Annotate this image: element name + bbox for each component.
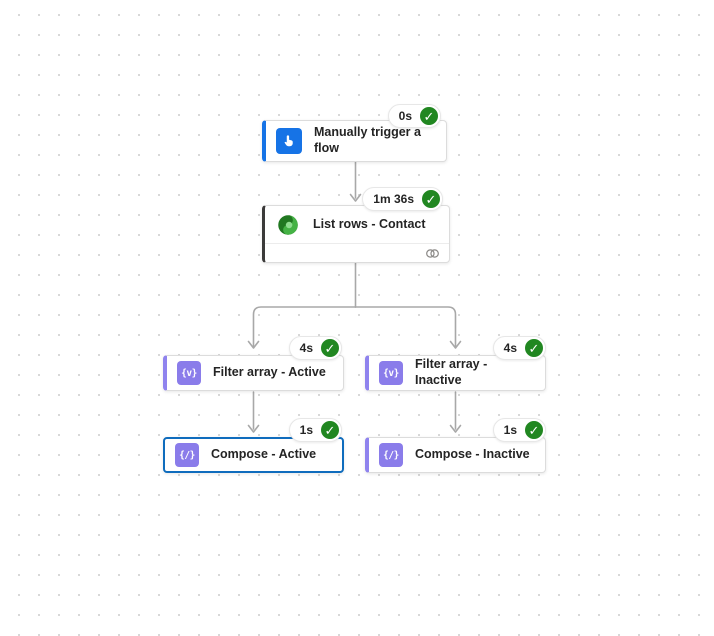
arrowhead-icon	[449, 424, 462, 433]
dataverse-icon	[275, 212, 301, 238]
duration-label: 4s	[299, 341, 313, 355]
arrowhead-icon	[349, 193, 362, 202]
node-title: List rows - Contact	[313, 216, 426, 231]
compose-icon: {/}	[379, 443, 403, 467]
arrowhead-icon	[247, 424, 260, 433]
node-title: Compose - Inactive	[415, 447, 530, 462]
duration-label: 1s	[503, 423, 517, 437]
status-badge-list-rows: 1m 36s ✓	[362, 187, 443, 211]
duration-label: 1m 36s	[373, 192, 414, 206]
duration-label: 4s	[503, 341, 517, 355]
filter-array-icon: {v}	[379, 361, 403, 385]
success-check-icon: ✓	[523, 419, 545, 441]
action-node-list-rows-contact[interactable]: List rows - Contact	[262, 205, 450, 263]
manual-trigger-icon	[276, 128, 302, 154]
action-node-filter-array-inactive[interactable]: {v} Filter array - Inactive	[365, 355, 546, 391]
success-check-icon: ✓	[418, 105, 440, 127]
action-node-filter-array-active[interactable]: {v} Filter array - Active	[163, 355, 344, 391]
action-node-compose-active[interactable]: {/} Compose - Active	[163, 437, 344, 473]
duration-label: 0s	[398, 109, 412, 123]
status-badge-filter-inactive: 4s ✓	[492, 336, 546, 360]
trigger-node-manually-trigger-a-flow[interactable]: Manually trigger a flow	[262, 120, 447, 162]
status-badge-filter-active: 4s ✓	[288, 336, 342, 360]
arrowhead-icon	[449, 340, 462, 349]
node-title: Manually trigger a flow	[314, 125, 421, 155]
edge-branch-right	[354, 306, 457, 348]
node-title: Filter array - Inactive	[415, 357, 488, 387]
success-check-icon: ✓	[319, 419, 341, 441]
node-main-row: List rows - Contact	[265, 206, 449, 243]
status-badge-compose-inactive: 1s ✓	[492, 418, 546, 442]
connection-link-icon[interactable]	[424, 247, 441, 260]
node-footer-row	[265, 243, 449, 262]
success-check-icon: ✓	[319, 337, 341, 359]
filter-array-icon: {v}	[177, 361, 201, 385]
node-title: Compose - Active	[211, 447, 317, 462]
success-check-icon: ✓	[420, 188, 442, 210]
success-check-icon: ✓	[523, 337, 545, 359]
duration-label: 1s	[299, 423, 313, 437]
arrowhead-icon	[247, 340, 260, 349]
compose-icon: {/}	[175, 443, 199, 467]
action-node-compose-inactive[interactable]: {/} Compose - Inactive	[365, 437, 546, 473]
status-badge-compose-active: 1s ✓	[288, 418, 342, 442]
status-badge-trigger: 0s ✓	[387, 104, 441, 128]
node-title: Filter array - Active	[213, 365, 326, 380]
